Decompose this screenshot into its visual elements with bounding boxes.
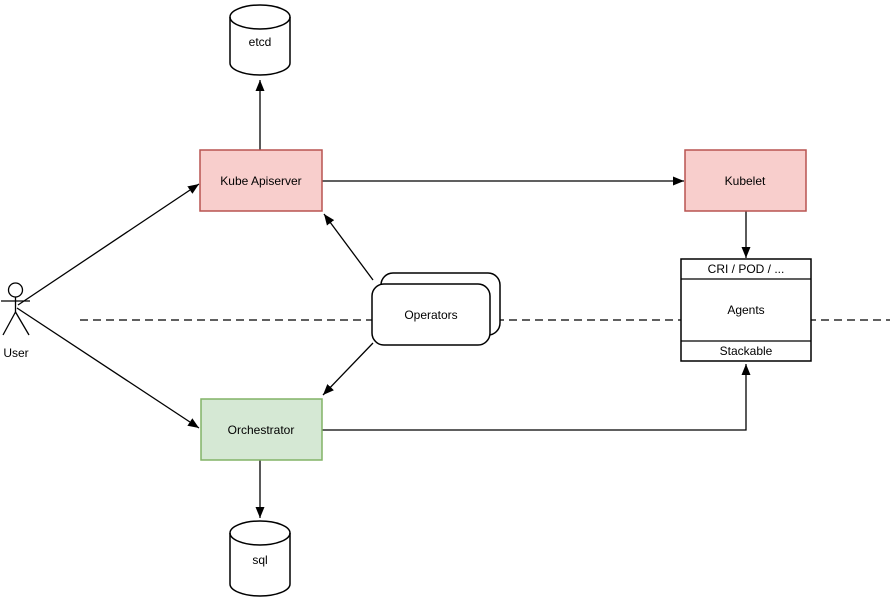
node-user-label: User xyxy=(3,346,28,360)
node-agents-title: Agents xyxy=(727,303,764,317)
edge-user-to-kube-apiserver xyxy=(17,183,200,306)
node-agents-header: CRI / POD / ... xyxy=(708,262,785,276)
node-operators[interactable]: Operators xyxy=(371,272,501,346)
node-sql[interactable]: sql xyxy=(229,520,291,597)
node-orchestrator-label: Orchestrator xyxy=(228,423,295,437)
node-agents-footer: Stackable xyxy=(720,344,773,358)
edge-operators-to-orchestrator xyxy=(322,342,374,396)
actor-leg-left xyxy=(2,311,17,336)
edge-user-to-orchestrator xyxy=(16,307,200,429)
node-kubelet[interactable]: Kubelet xyxy=(684,149,807,212)
node-kube-apiserver-label: Kube Apiserver xyxy=(220,174,301,188)
edge-operators-to-kube-apiserver xyxy=(323,213,374,281)
node-orchestrator[interactable]: Orchestrator xyxy=(200,398,323,461)
node-etcd-label: etcd xyxy=(249,35,272,49)
node-user[interactable]: User xyxy=(1,282,30,360)
node-sql-label: sql xyxy=(252,553,267,567)
node-agents[interactable]: CRI / POD / ... Agents Stackable xyxy=(680,258,812,362)
actor-leg-right xyxy=(14,311,30,336)
node-etcd[interactable]: etcd xyxy=(229,4,291,76)
actor-head xyxy=(7,282,24,298)
node-operators-label: Operators xyxy=(404,308,457,322)
node-kube-apiserver[interactable]: Kube Apiserver xyxy=(199,149,323,212)
node-kubelet-label: Kubelet xyxy=(725,174,766,188)
edge-orchestrator-to-stackable xyxy=(322,364,751,431)
